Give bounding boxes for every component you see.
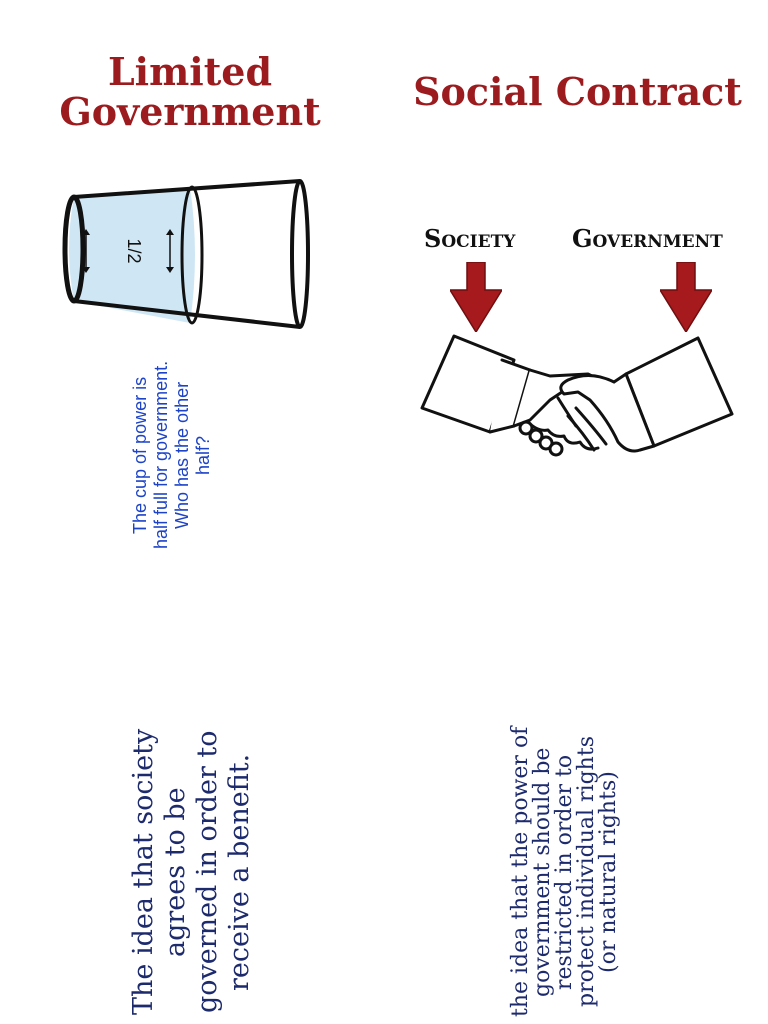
- cup-caption: The cup of power is half full for govern…: [130, 360, 234, 550]
- cup-caption-line-2: Who has the other half?: [172, 381, 213, 529]
- society-label: Society: [424, 224, 516, 253]
- social-contract-definition: The idea that society agrees to be gover…: [128, 728, 255, 1016]
- cup-caption-line-1: The cup of power is half full for govern…: [130, 360, 171, 550]
- limited-government-definition: the idea that the power of government sh…: [508, 726, 621, 1018]
- social-contract-title: Social Contract: [413, 69, 742, 114]
- half-full-cup-illustration: 1/2: [62, 179, 310, 329]
- government-label: Government: [572, 224, 723, 253]
- society-down-arrow-icon: [450, 262, 502, 332]
- cup-fraction-label: 1/2: [124, 238, 144, 263]
- government-down-arrow-icon: [660, 262, 712, 332]
- handshake-illustration: [420, 334, 734, 457]
- limited-government-title: Limited Government: [59, 49, 321, 134]
